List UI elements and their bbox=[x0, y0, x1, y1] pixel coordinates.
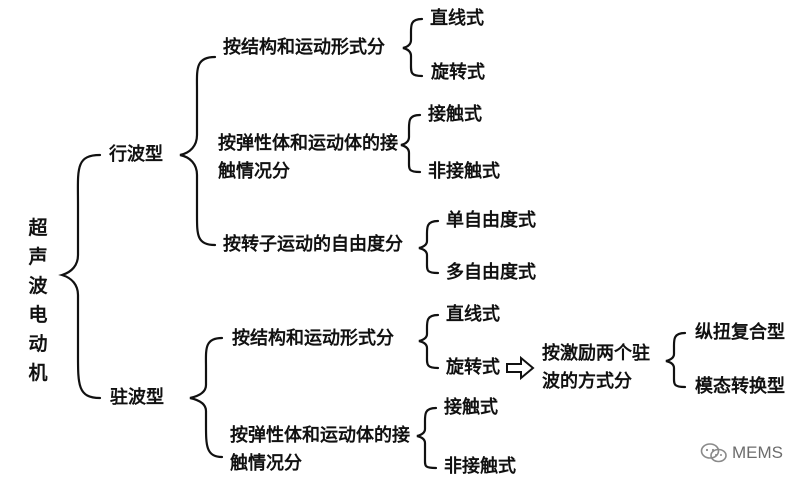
standing-contact-leaf: 接触式 bbox=[444, 397, 498, 418]
traveling-dof-node: 按转子运动的自由度分 bbox=[223, 234, 403, 255]
traveling-contact-leaf: 接触式 bbox=[428, 104, 482, 125]
excitation-node: 按激励两个驻波的方式分 bbox=[542, 343, 650, 392]
standing-g1-brace bbox=[418, 313, 440, 370]
longitudinal-torsional-leaf: 纵扭复合型 bbox=[695, 322, 785, 343]
multi-dof-leaf: 多自由度式 bbox=[446, 262, 536, 283]
traveling-contact-node: 按弹性体和运动体的接触情况分 bbox=[218, 133, 398, 182]
standing-structure-node: 按结构和运动形式分 bbox=[232, 328, 394, 349]
single-dof-leaf: 单自由度式 bbox=[446, 210, 536, 231]
traveling-g2-brace bbox=[400, 113, 422, 174]
traveling-linear-leaf: 直线式 bbox=[430, 8, 484, 29]
standing-wave-node: 驻波型 bbox=[110, 387, 164, 408]
standing-excite-brace bbox=[665, 331, 687, 389]
traveling-noncontact-leaf: 非接触式 bbox=[428, 161, 500, 182]
standing-rotary-leaf: 旋转式 bbox=[446, 357, 500, 378]
standing-noncontact-leaf: 非接触式 bbox=[444, 456, 516, 477]
root-brace bbox=[58, 153, 102, 400]
traveling-g3-brace bbox=[418, 219, 440, 275]
traveling-g1-brace bbox=[402, 17, 424, 78]
traveling-rotary-leaf: 旋转式 bbox=[431, 62, 485, 83]
wechat-icon bbox=[700, 443, 727, 463]
traveling-structure-node: 按结构和运动形式分 bbox=[223, 37, 385, 58]
standing-g2-brace bbox=[416, 406, 438, 470]
watermark: MEMS bbox=[700, 442, 783, 464]
right-arrow-icon bbox=[506, 355, 535, 381]
traveling-wave-node: 行波型 bbox=[109, 144, 163, 165]
standing-contact-node: 按弹性体和运动体的接触情况分 bbox=[230, 425, 410, 474]
root-label: 超声波电动机 bbox=[28, 217, 48, 384]
standing-linear-leaf: 直线式 bbox=[446, 304, 500, 325]
mode-conversion-leaf: 模态转换型 bbox=[695, 376, 785, 397]
watermark-text: MEMS bbox=[732, 443, 783, 462]
traveling-brace bbox=[179, 55, 217, 247]
standing-brace bbox=[189, 336, 224, 459]
